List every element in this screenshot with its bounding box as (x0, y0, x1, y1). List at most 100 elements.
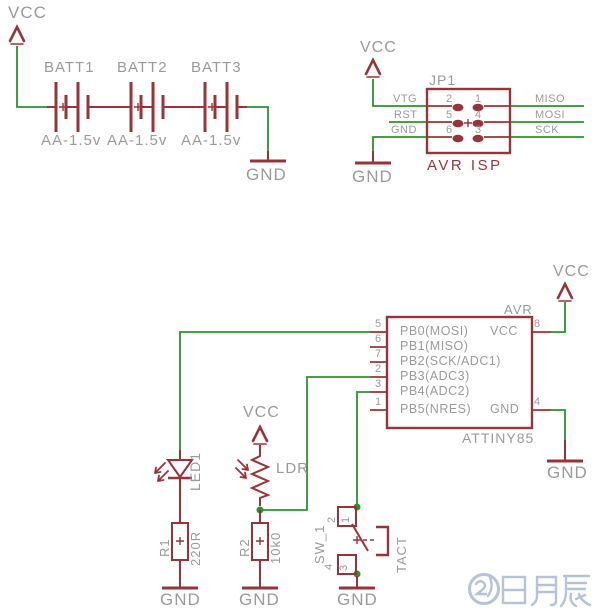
vcc-label-battery: VCC (8, 3, 47, 22)
battery-symbol-batt1 (54, 82, 90, 132)
net-mcu-vcc (551, 302, 566, 333)
mcu-pin-pb2: PB2(SCK/ADC1) (400, 354, 501, 368)
isp-num-2: 2 (446, 93, 453, 105)
switch-symbol (337, 506, 390, 575)
mcu-pin-vcc: VCC (490, 324, 518, 338)
gnd-label-mcu: GND (547, 463, 588, 482)
batt2-ref: BATT2 (117, 59, 168, 76)
r1-value: 220R (188, 530, 203, 566)
battery-symbol-batt2 (129, 82, 165, 132)
mcu-num-8: 8 (534, 318, 541, 330)
mcu-num-1: 1 (375, 396, 382, 408)
batt3-ref: BATT3 (191, 59, 242, 76)
mcu-num-2: 2 (375, 363, 382, 375)
isp-pin-rst: RST (394, 109, 418, 121)
isp-pin-mosi: MOSI (535, 109, 566, 121)
switch-value: TACT (394, 536, 409, 573)
net-battery-gnd (247, 106, 269, 151)
gnd-symbol-battery (250, 151, 286, 163)
watermark-logo (468, 573, 592, 608)
isp-num-6: 6 (446, 124, 453, 136)
mcu-pin-pb5: PB5(NRES) (400, 402, 472, 416)
mcu-pin-pb0: PB0(MOSI) (400, 324, 469, 338)
net-mcu-gnd (551, 409, 566, 440)
led-symbol (154, 450, 194, 523)
vcc-symbol-isp (364, 57, 382, 78)
vcc-label-ldr: VCC (243, 404, 280, 421)
switch-num-4: 4 (323, 563, 335, 570)
watermark-circle-icon (468, 573, 500, 605)
gnd-symbol-switch (339, 576, 375, 590)
mcu-value: ATTINY85 (462, 430, 535, 446)
mcu-num-4: 4 (534, 396, 541, 408)
net-wires (16, 46, 584, 511)
gnd-symbol-mcu (547, 440, 583, 463)
isp-pin-sck: SCK (535, 124, 560, 136)
battery-symbol-batt3 (203, 82, 239, 132)
ldr-symbol (235, 445, 271, 506)
vcc-label-mcu: VCC (553, 263, 590, 280)
batt1-value: AA-1.5v (41, 132, 102, 149)
mcu-num-3: 3 (375, 378, 382, 390)
switch-actuator (376, 525, 390, 557)
r1-ref: R1 (157, 538, 172, 557)
batt1-ref: BATT1 (44, 59, 95, 76)
watermark-char-yue (530, 575, 558, 607)
batt2-value: AA-1.5v (107, 132, 168, 149)
gnd-symbol-isp (355, 151, 391, 165)
switch-ref: SW_1 (312, 524, 327, 564)
mcu-name: AVR (504, 302, 533, 317)
gnd-symbol-r2 (242, 560, 278, 590)
vcc-symbol-battery (8, 24, 26, 45)
isp-ref: JP1 (429, 72, 457, 88)
gnd-label-battery: GND (246, 165, 287, 184)
gnd-label-r1: GND (160, 590, 201, 609)
switch-num-1: 1 (340, 516, 352, 523)
watermark (452, 562, 600, 612)
led-ref: LED1 (187, 451, 203, 491)
isp-connector-symbol (425, 87, 512, 155)
vcc-label-isp: VCC (360, 39, 397, 56)
net-vcc-battery (16, 46, 47, 108)
mcu-symbol (370, 315, 551, 430)
gnd-label-r2: GND (239, 590, 280, 609)
net-pb0-led (179, 331, 370, 450)
mcu-pin-pb1: PB1(MISO) (400, 339, 469, 353)
net-isp-vtg (372, 79, 427, 107)
gnd-label-isp: GND (352, 167, 393, 186)
isp-pin-gnd: GND (391, 124, 417, 136)
r2-symbol (251, 510, 269, 561)
ldr-label: LDR (276, 460, 310, 477)
battery-symbols (47, 82, 247, 132)
r2-value: 10k0 (268, 531, 283, 564)
watermark-char-chen (559, 574, 592, 608)
switch-num-2: 2 (326, 516, 338, 523)
led-light-arrows (154, 462, 169, 482)
isp-num-1: 1 (475, 93, 482, 105)
gnd-symbol-r1 (162, 560, 198, 590)
mcu-num-7: 7 (375, 348, 382, 360)
mcu-num-6: 6 (375, 333, 382, 345)
mcu-pin-gnd: GND (490, 402, 520, 416)
isp-num-4: 4 (475, 109, 482, 121)
batt3-value: AA-1.5v (181, 132, 242, 149)
vcc-symbol-mcu (556, 281, 574, 302)
vcc-symbol-ldr (251, 424, 269, 445)
isp-num-3: 3 (475, 124, 482, 136)
switch-num-3: 3 (338, 564, 350, 571)
mcu-num-5: 5 (375, 318, 382, 330)
gnd-label-switch: GND (337, 590, 378, 609)
ldr-light-arrows (235, 459, 249, 479)
r1-symbol (171, 522, 189, 561)
mcu-pin-pb4: PB4(ADC2) (400, 384, 470, 398)
net-pb3-ldr (260, 376, 370, 511)
net-isp-gnd (372, 136, 427, 151)
mcu-pin-pb3: PB3(ADC3) (400, 369, 470, 383)
isp-pin-miso: MISO (535, 93, 566, 105)
net-pb4-switch (356, 391, 370, 506)
isp-value: AVR ISP (427, 157, 503, 174)
isp-pin-vtg: VTG (393, 93, 418, 105)
isp-pads (452, 103, 484, 143)
